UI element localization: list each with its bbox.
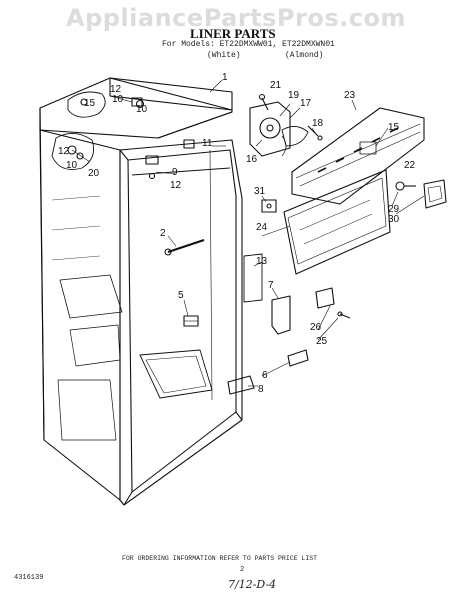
- callout-23: 23: [344, 90, 356, 101]
- part-2-rod: [164, 238, 205, 256]
- callout-9: 9: [172, 167, 178, 178]
- variant-almond-label: (Almond): [285, 51, 324, 60]
- callout-12-left: 12: [58, 146, 70, 157]
- page-title: LINER PARTS: [190, 26, 276, 41]
- callout-25: 25: [316, 336, 328, 347]
- callout-8: 8: [258, 384, 264, 395]
- callout-13: 13: [256, 256, 268, 267]
- callout-21: 21: [270, 80, 282, 91]
- document-number: 4316139: [14, 574, 44, 582]
- callout-19: 19: [288, 90, 300, 101]
- callout-15-top: 15: [84, 98, 96, 109]
- callout-22: 22: [404, 160, 416, 171]
- callout-12-mid: 12: [170, 180, 182, 191]
- part-5-clip: [183, 315, 199, 327]
- callout-10-top: 10: [112, 94, 124, 105]
- callout-20: 20: [88, 168, 100, 179]
- page-number: 2: [240, 566, 245, 574]
- part-8-strip: [227, 375, 255, 395]
- handwritten-note: 7/12-D-4: [228, 578, 277, 591]
- part-22-fitting: [395, 181, 416, 191]
- control-box: [423, 179, 447, 209]
- callout-17: 17: [300, 98, 312, 109]
- part-26-plate: [315, 287, 351, 319]
- callout-2: 2: [160, 228, 166, 239]
- part-13-plate: [243, 253, 263, 303]
- callout-12-top: 12: [110, 84, 122, 95]
- callout-6: 6: [262, 370, 268, 381]
- callout-31: 31: [254, 186, 266, 197]
- callout-24: 24: [256, 222, 268, 233]
- variant-white-label: (White): [207, 51, 241, 60]
- evaporator-cover: [291, 107, 425, 205]
- callout-10-left: 10: [66, 160, 78, 171]
- top-hardware-cluster: [67, 91, 145, 118]
- callout-26: 26: [310, 322, 322, 333]
- callout-29: 29: [388, 204, 400, 215]
- callout-7: 7: [268, 280, 274, 291]
- callout-5: 5: [178, 290, 184, 301]
- part-31-clip: [261, 199, 277, 213]
- ordering-info: FOR ORDERING INFORMATION REFER TO PARTS …: [122, 555, 318, 562]
- callout-11: 11: [202, 138, 213, 149]
- side-hardware-cluster: [51, 133, 95, 170]
- fan-motor-assembly: [249, 93, 323, 157]
- part-9-clip: [145, 155, 159, 180]
- callout-16: 16: [246, 154, 258, 165]
- model-numbers: For Models: ET22DMXWW01, ET22DMXWN01: [162, 40, 335, 49]
- callout-15-right: 15: [388, 122, 400, 133]
- callout-1: 1: [222, 72, 228, 83]
- leader-lines: [155, 79, 425, 387]
- rear-panel: [283, 169, 391, 275]
- callout-30: 30: [388, 214, 400, 225]
- callout-18: 18: [312, 118, 324, 129]
- part-11-bracket: [183, 139, 195, 149]
- liner-shell: [39, 77, 243, 506]
- callout-10-right: 10: [136, 104, 148, 115]
- part-6-clip: [287, 349, 309, 367]
- part-7-bracket: [271, 295, 291, 335]
- watermark: AppliancePartsPros.com: [66, 4, 406, 32]
